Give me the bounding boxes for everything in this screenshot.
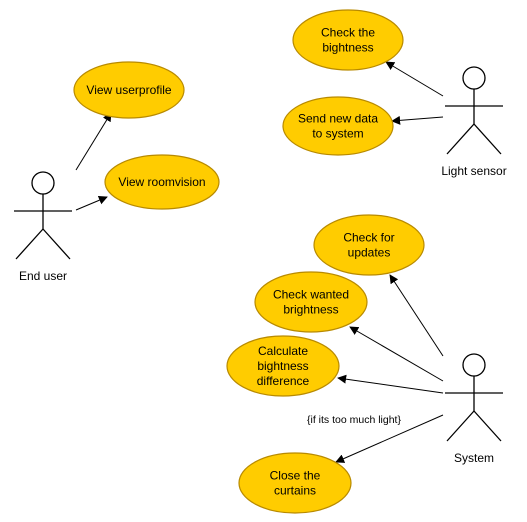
actor-left-leg	[446, 410, 475, 442]
association-system-to-check-updates	[389, 274, 444, 357]
actor-end-user: End user	[14, 171, 72, 283]
actor-right-leg	[473, 123, 502, 155]
usecase-label-line: Calculate	[258, 344, 308, 358]
usecase-ellipse	[313, 214, 425, 276]
association-end-user-to-view-roomvision	[75, 195, 108, 211]
actor-left-leg	[15, 228, 44, 260]
actor-label: System	[454, 451, 494, 465]
usecase-label-line: Send new data	[298, 112, 378, 126]
actor-left-leg	[446, 123, 475, 155]
labels-layer: {if its too much light}	[307, 414, 401, 426]
usecase-ellipse	[238, 452, 352, 514]
usecase-view-userprofile: View userprofile	[73, 61, 185, 119]
actor-head-icon	[31, 171, 55, 195]
association-light-sensor-to-send-new-data	[391, 115, 444, 125]
usecase-label-line: to system	[312, 127, 363, 141]
usecase-ellipse	[282, 96, 394, 156]
guard-condition-label: {if its too much light}	[307, 414, 401, 426]
usecase-ellipse	[226, 335, 340, 397]
actor-head-icon	[462, 353, 486, 377]
actor-right-leg	[473, 410, 502, 442]
usecase-label-line: Check the	[321, 26, 375, 40]
usecase-label-line: View userprofile	[86, 83, 171, 97]
association-system-to-calculate-difference	[337, 374, 444, 394]
usecase-label-line: Close the	[270, 469, 321, 483]
association-light-sensor-to-check-brightness	[385, 61, 444, 97]
usecase-label-line: bightness	[322, 41, 373, 55]
usecase-label-line: brightness	[283, 303, 338, 317]
actor-system: System	[445, 353, 503, 465]
usecase-view-roomvision: View roomvision	[104, 154, 220, 210]
usecase-label-line: difference	[257, 374, 310, 388]
association-system-to-check-wanted-brightness	[349, 326, 444, 382]
usecase-ellipse	[73, 61, 185, 119]
usecase-ellipse	[254, 271, 368, 333]
actor-light-sensor: Light sensor	[441, 66, 507, 178]
association-end-user-to-view-userprofile	[75, 112, 112, 171]
usecase-ellipse	[104, 154, 220, 210]
actor-right-leg	[42, 228, 71, 260]
association-system-to-close-curtains	[335, 414, 444, 463]
usecase-label-line: Check for	[343, 231, 394, 245]
actor-label: Light sensor	[441, 164, 506, 178]
actor-label: End user	[19, 269, 67, 283]
usecase-label-line: View roomvision	[118, 175, 205, 189]
usecase-label-line: bightness	[257, 359, 308, 373]
usecase-label-line: curtains	[274, 484, 316, 498]
actor-head-icon	[462, 66, 486, 90]
usecase-label-line: updates	[348, 246, 391, 260]
usecase-label-line: Check wanted	[273, 288, 349, 302]
associations-layer	[75, 61, 444, 463]
usecase-ellipse	[292, 9, 404, 71]
